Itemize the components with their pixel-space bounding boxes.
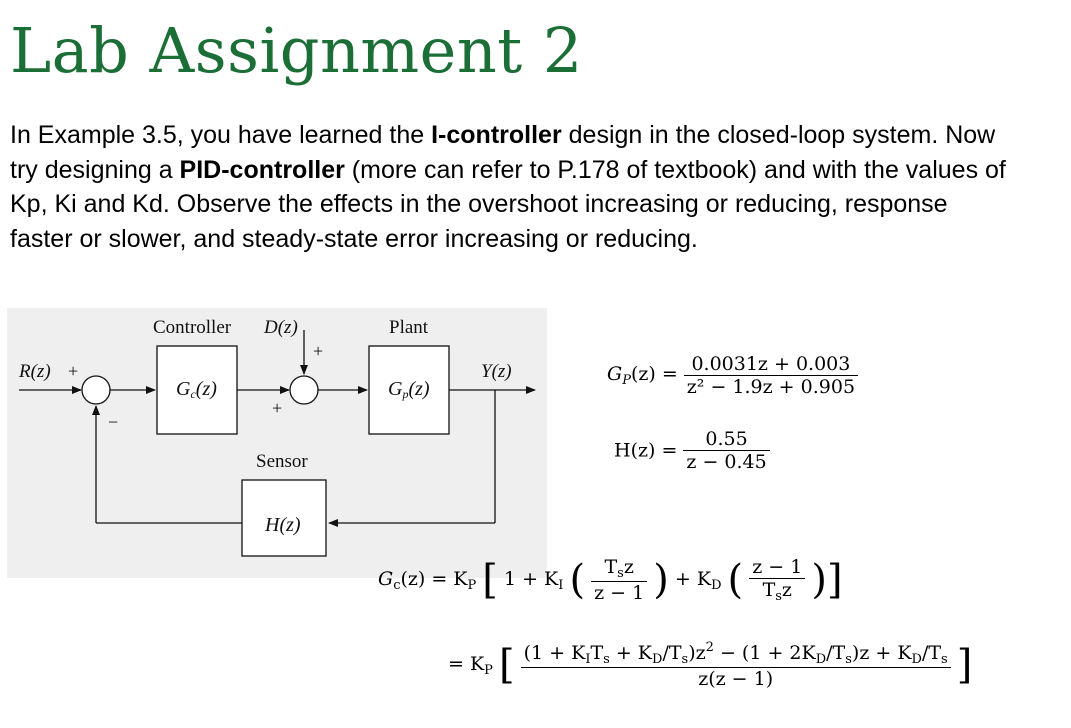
- integral-fraction: Tsz z − 1: [591, 556, 648, 604]
- text-part-1: In Example 3.5, you have learned the: [10, 121, 432, 149]
- h-block-label: H(z): [265, 514, 301, 536]
- pid-controller-term: PID-controller: [179, 155, 345, 184]
- text-part-2: design in the closed-loop system. Now tr…: [10, 121, 996, 184]
- pid-equation-line2: = KP [ (1 + KITs + KD/Ts)z2 − (1 + 2KD/T…: [448, 640, 973, 690]
- pid-equation-line1: Gc(z) = KP [ 1 + KI ( Tsz z − 1 ) + KD (…: [378, 556, 843, 604]
- block-diagram: Controller D(z) Plant R(z) + − + + Y(z) …: [7, 308, 547, 578]
- sum1-minus-sign: −: [108, 412, 119, 432]
- assignment-text: In Example 3.5, you have learned the I-c…: [10, 118, 1010, 256]
- sensor-equation: H(z) = 0.55 z − 0.45: [614, 428, 770, 473]
- sum2-top-plus-sign: +: [313, 341, 324, 361]
- page-title: Lab Assignment 2: [10, 14, 583, 87]
- plant-label: Plant: [389, 317, 429, 338]
- derivative-fraction: z − 1 Tsz: [749, 556, 806, 604]
- output-label: Y(z): [481, 361, 512, 382]
- text-part-3: (more can refer to P.178 of textbook) an…: [10, 155, 1006, 253]
- sum1-plus-sign: +: [68, 361, 79, 381]
- i-controller-term: I-controller: [431, 121, 562, 149]
- gp-block-label: Gp(z): [388, 378, 430, 401]
- sensor-label: Sensor: [256, 451, 308, 472]
- pid-combined-fraction: (1 + KITs + KD/Ts)z2 − (1 + 2KD/Ts)z + K…: [520, 640, 951, 690]
- block-diagram-wiring: [19, 330, 536, 557]
- plant-fraction: 0.0031z + 0.003 z² − 1.9z + 0.905: [683, 353, 859, 398]
- disturbance-label: D(z): [264, 317, 298, 338]
- controller-label: Controller: [153, 317, 232, 338]
- sensor-fraction: 0.55 z − 0.45: [683, 428, 770, 473]
- gc-block-label: Gc(z): [176, 378, 217, 401]
- sum2-left-plus-sign: +: [272, 398, 283, 418]
- input-label: R(z): [19, 361, 51, 382]
- plant-equation: GP(z) = 0.0031z + 0.003 z² − 1.9z + 0.90…: [607, 353, 859, 398]
